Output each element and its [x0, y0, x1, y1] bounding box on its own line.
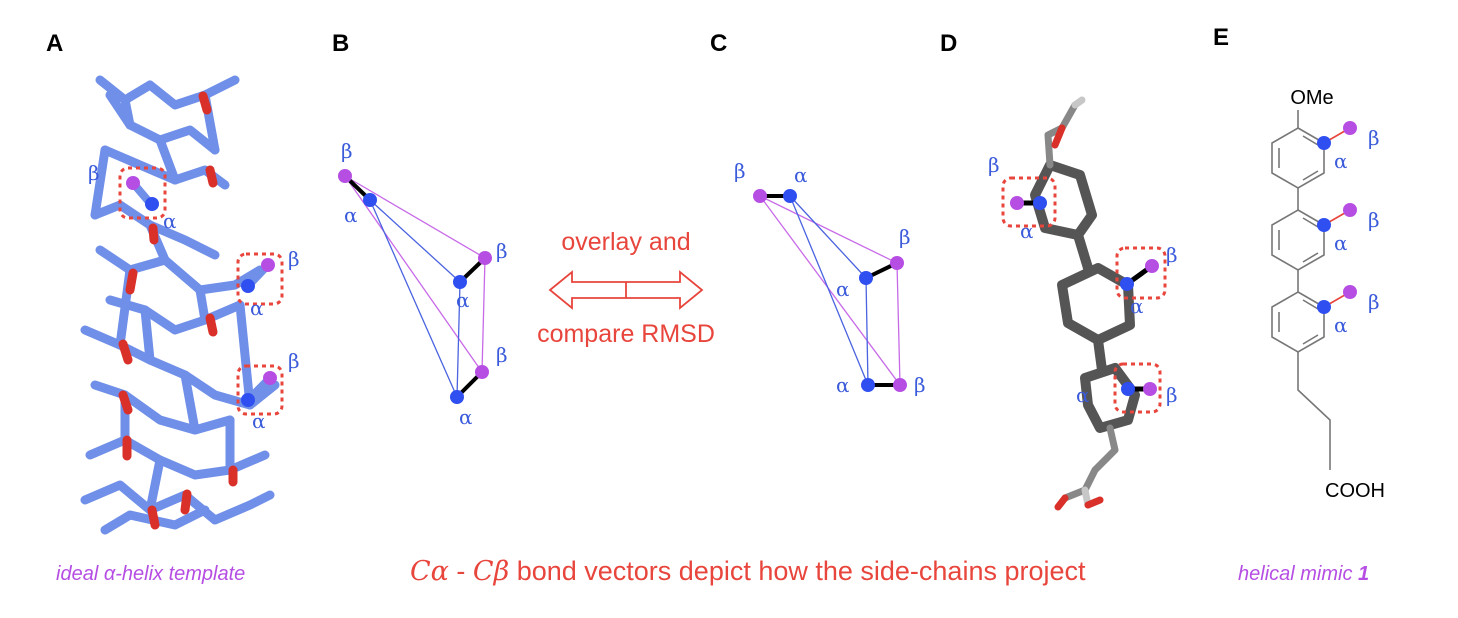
panel-label-c: C — [710, 30, 728, 57]
d-beta-2: β — [1166, 243, 1178, 267]
alpha-helix-model — [80, 75, 280, 535]
e-beta-1: β — [1368, 126, 1380, 150]
c-alpha-2: α — [836, 277, 850, 301]
mimic-side-chain-markers — [1001, 176, 1167, 414]
d-beta-1: β — [988, 153, 1000, 177]
carboxyl-label: COOH — [1325, 480, 1385, 502]
d-alpha-2: α — [1130, 294, 1144, 318]
caption-mimic-text: helical mimic — [1238, 563, 1359, 585]
arrow-label-top: overlay and — [561, 228, 690, 256]
panel-label-b: B — [332, 30, 350, 57]
caption-helix-template: ideal α-helix template — [56, 563, 246, 585]
mimic-stick-model — [1014, 96, 1155, 511]
chemical-structure: OMe COOH β — [1271, 87, 1385, 502]
panel-label-d: D — [940, 30, 958, 57]
d-alpha-3: α — [1076, 383, 1090, 407]
helix-beta-1: β — [88, 161, 100, 185]
b-alpha-3: α — [459, 405, 473, 429]
caption-bond-vectors: Cα - Cβ bond vectors depict how the side… — [410, 556, 1086, 587]
b-beta-2: β — [496, 239, 508, 263]
b-alpha-2: α — [456, 288, 470, 312]
caption-mimic-number: 1 — [1358, 563, 1370, 585]
caption-dash: - — [448, 556, 473, 586]
e-beta-3: β — [1368, 290, 1380, 314]
c-beta-3: β — [914, 373, 926, 397]
c-beta-1: β — [734, 159, 746, 183]
helix-alpha-1: α — [163, 209, 177, 233]
panel-label-a: A — [46, 30, 64, 57]
d-beta-3: β — [1166, 383, 1178, 407]
caption-cbeta-symbol: Cβ — [472, 556, 510, 587]
b-beta-3: β — [496, 343, 508, 367]
helix-alpha-3: α — [252, 409, 266, 433]
e-alpha-2: α — [1334, 231, 1348, 255]
helix-side-chain-markers — [118, 166, 284, 416]
vector-diagram-c: β α β α α β — [734, 159, 926, 397]
helix-alpha-2: α — [250, 296, 264, 320]
helix-beta-2: β — [288, 247, 300, 271]
c-alpha-1: α — [794, 163, 808, 187]
caption-bond-text: bond vectors depict how the side-chains … — [509, 556, 1086, 586]
c-alpha-3: α — [836, 373, 850, 397]
methoxy-label: OMe — [1290, 87, 1333, 109]
caption-calpha-symbol: Cα — [410, 556, 449, 587]
c-beta-2: β — [899, 225, 911, 249]
b-beta-1: β — [341, 139, 353, 163]
panel-label-e: E — [1213, 24, 1230, 51]
b-alpha-1: α — [344, 203, 358, 227]
caption-helical-mimic: helical mimic 1 — [1238, 563, 1369, 586]
e-alpha-3: α — [1334, 313, 1348, 337]
d-alpha-1: α — [1020, 219, 1034, 243]
e-beta-2: β — [1368, 208, 1380, 232]
overlay-double-arrow: overlay and compare RMSD — [537, 228, 715, 348]
helix-greek-labels: β α β α β α — [88, 161, 300, 433]
arrow-label-bottom: compare RMSD — [537, 320, 715, 348]
vector-diagram-b: β α β α β α — [338, 139, 508, 429]
e-alpha-1: α — [1334, 149, 1348, 173]
helix-beta-3: β — [288, 349, 300, 373]
